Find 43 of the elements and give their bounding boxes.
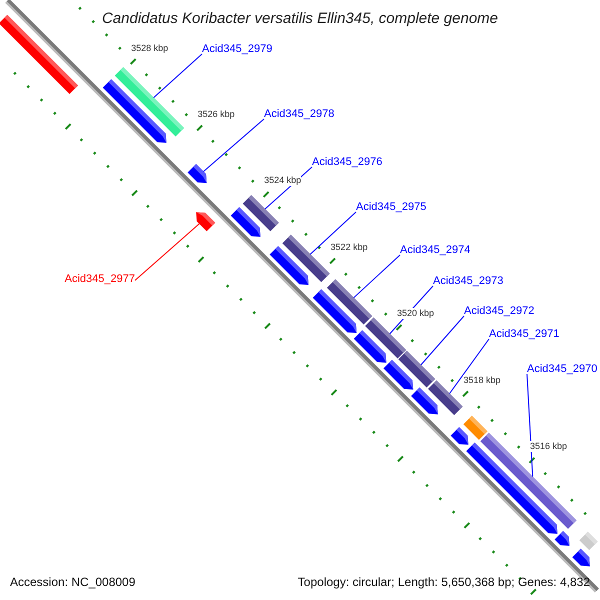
gene-label: Acid345_2978 [264, 107, 334, 121]
accession-text: Accession: NC_008009 [10, 575, 136, 589]
gene-feature [0, 14, 78, 94]
gene-label: Acid345_2975 [356, 200, 426, 214]
gene-feature [450, 427, 468, 445]
gene-label: Acid345_2976 [312, 155, 382, 169]
scale-label: 3516 kbp [530, 441, 567, 452]
genome-stats-text: Topology: circular; Length: 5,650,368 bp; Genes: 4,832 [298, 575, 590, 589]
leader-line [153, 54, 202, 98]
gene-label: Acid345_2973 [433, 274, 504, 288]
gene-feature [354, 330, 386, 363]
scale-label: 3520 kbp [397, 308, 434, 320]
gene-label: Acid345_2970 [527, 362, 598, 376]
gene-label: Acid345_2979 [202, 42, 272, 56]
gene-feature [102, 79, 166, 143]
gene-feature [196, 212, 216, 232]
gene-label: Acid345_2977 [64, 272, 135, 286]
gene-feature [230, 207, 260, 237]
leader-line [310, 212, 356, 255]
gene-feature [326, 279, 372, 325]
gene-label: Acid345_2971 [489, 327, 560, 341]
scale-label: 3518 kbp [463, 374, 501, 386]
gene-feature [188, 164, 207, 184]
gene-feature [579, 532, 598, 550]
leader-line [203, 118, 264, 172]
gene-label: Acid345_2974 [400, 243, 470, 257]
gene-label: Acid345_2972 [464, 304, 534, 318]
scale-label: 3524 kbp [264, 175, 302, 186]
gene-feature [554, 531, 570, 546]
leader-line [420, 316, 464, 366]
leader-line [449, 338, 490, 394]
scale-label: 3528 kbp [131, 42, 168, 54]
gene-feature [428, 380, 463, 416]
gene-feature [463, 416, 488, 440]
scale-label: 3522 kbp [330, 242, 368, 253]
gene-feature [572, 548, 590, 566]
leader-line [526, 374, 534, 478]
leader-line [134, 223, 200, 281]
gene-feature [398, 350, 436, 388]
scale-label: 3526 kbp [198, 108, 235, 120]
leader-line [353, 254, 400, 298]
gene-feature [282, 234, 330, 282]
diagram-title: Candidatus Koribacter versatilis Ellin345, complete genome [102, 10, 498, 27]
